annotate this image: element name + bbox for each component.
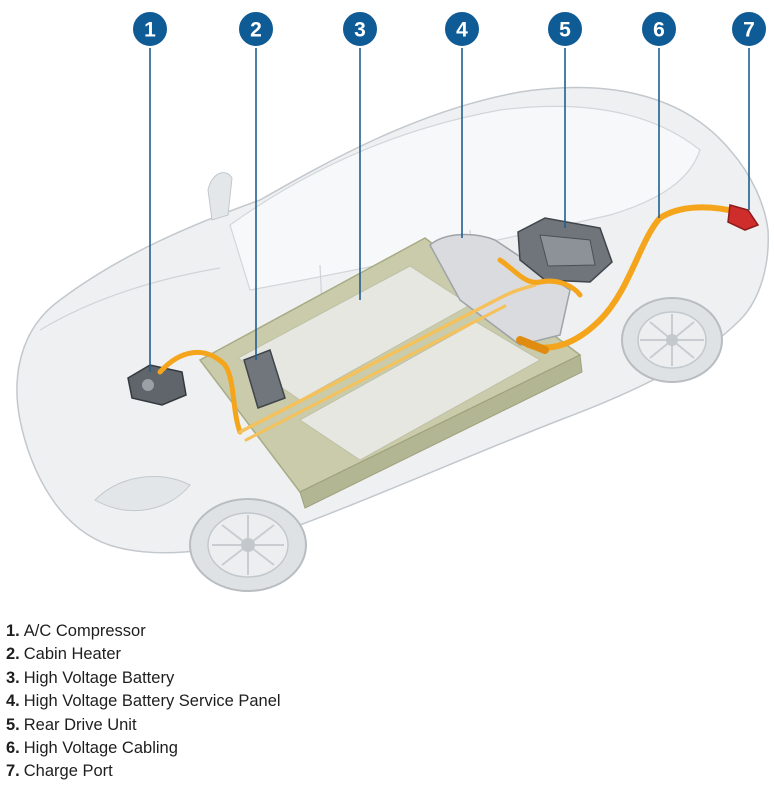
legend-label: High Voltage Battery Service Panel bbox=[23, 692, 281, 711]
svg-text:6: 6 bbox=[653, 19, 665, 42]
svg-text:2: 2 bbox=[250, 19, 262, 42]
legend-item: 4.High Voltage Battery Service Panel bbox=[6, 690, 281, 713]
callout-badges: 1 2 3 4 5 6 7 bbox=[131, 10, 768, 48]
callout-badge-6: 6 bbox=[640, 10, 678, 48]
legend-number: 2. bbox=[6, 645, 20, 664]
callout-badge-7: 7 bbox=[730, 10, 768, 48]
legend-number: 6. bbox=[6, 739, 20, 758]
legend-label: High Voltage Battery bbox=[23, 668, 175, 687]
front-wheel bbox=[189, 498, 307, 592]
callout-leaders bbox=[149, 46, 750, 372]
legend-label: Charge Port bbox=[23, 762, 113, 781]
ac-compressor bbox=[127, 364, 187, 406]
legend-number: 5. bbox=[6, 715, 20, 734]
callout-badge-3: 3 bbox=[341, 10, 379, 48]
legend-number: 4. bbox=[6, 692, 20, 711]
parts-legend: 1.A/C Compressor 2.Cabin Heater 3.High V… bbox=[6, 620, 281, 784]
legend-item: 2.Cabin Heater bbox=[6, 643, 281, 666]
legend-item: 6.High Voltage Cabling bbox=[6, 737, 281, 760]
legend-label: A/C Compressor bbox=[23, 622, 146, 640]
hood-line bbox=[39, 267, 221, 331]
battery-pack-side bbox=[299, 354, 583, 509]
svg-text:3: 3 bbox=[354, 19, 366, 42]
legend-item: 1.A/C Compressor bbox=[6, 620, 281, 643]
side-mirror bbox=[207, 172, 233, 221]
battery-module-2 bbox=[299, 321, 542, 461]
vehicle-hv-diagram: 1 2 3 4 5 6 7 bbox=[16, 10, 769, 592]
svg-text:7: 7 bbox=[743, 19, 755, 42]
headlight bbox=[94, 476, 191, 512]
legend-number: 1. bbox=[6, 622, 20, 640]
callout-badge-4: 4 bbox=[443, 10, 481, 48]
battery-service-panel bbox=[429, 233, 571, 346]
svg-text:4: 4 bbox=[456, 19, 468, 42]
legend-item: 3.High Voltage Battery bbox=[6, 667, 281, 690]
charge-port bbox=[727, 204, 760, 231]
hv-cabling bbox=[157, 204, 741, 442]
cabin-heater bbox=[243, 349, 286, 409]
legend-number: 3. bbox=[6, 668, 20, 687]
rear-wheel bbox=[621, 297, 723, 383]
callout-badge-1: 1 bbox=[131, 10, 169, 48]
legend-item: 7.Charge Port bbox=[6, 760, 281, 783]
legend-label: High Voltage Cabling bbox=[23, 739, 178, 758]
callout-badge-2: 2 bbox=[237, 10, 275, 48]
legend-item: 5.Rear Drive Unit bbox=[6, 714, 281, 737]
svg-text:1: 1 bbox=[144, 19, 156, 42]
legend-label: Rear Drive Unit bbox=[23, 715, 137, 734]
callout-badge-5: 5 bbox=[546, 10, 584, 48]
svg-text:5: 5 bbox=[559, 19, 571, 42]
legend-number: 7. bbox=[6, 762, 20, 781]
legend-label: Cabin Heater bbox=[23, 645, 121, 664]
rear-drive-unit bbox=[517, 217, 613, 283]
